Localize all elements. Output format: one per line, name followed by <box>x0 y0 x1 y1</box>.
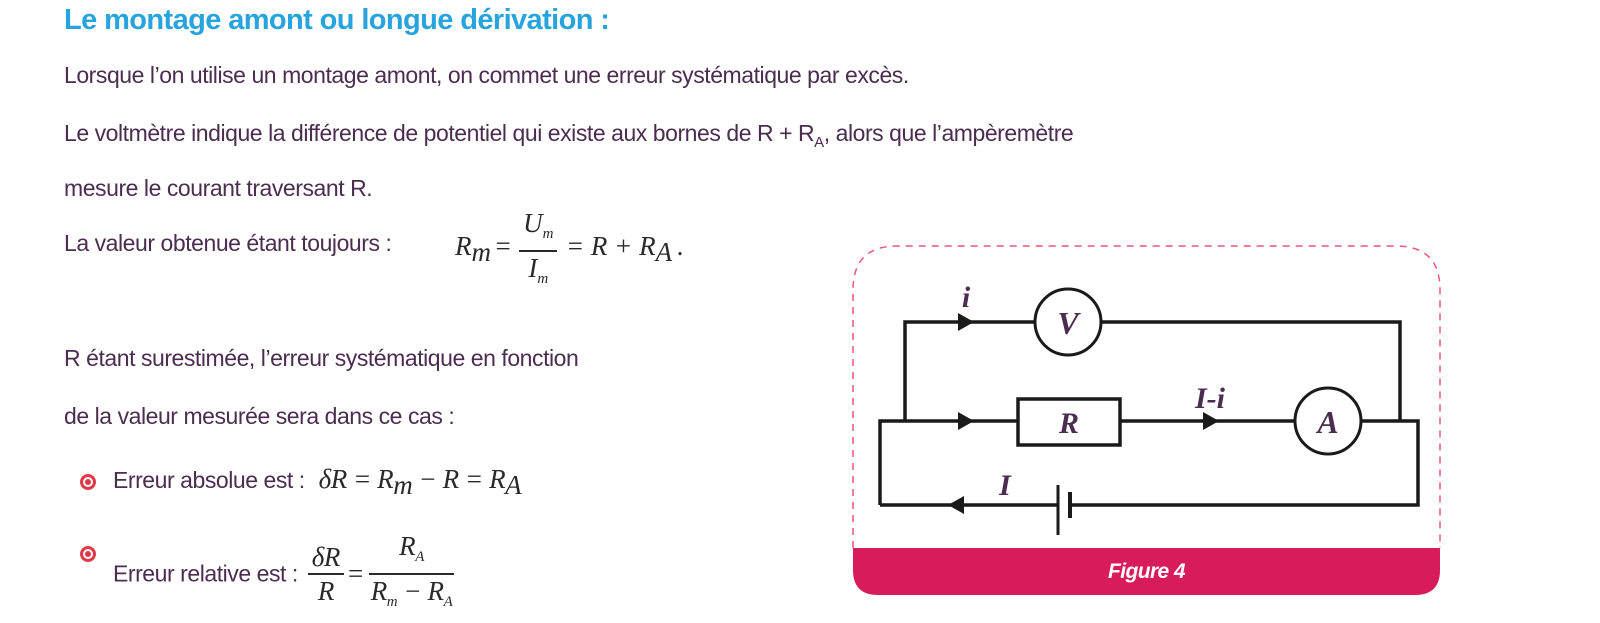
figure-frame <box>852 245 1441 548</box>
arrow-right-icon <box>1203 412 1219 430</box>
math: R <box>455 231 472 262</box>
math: = <box>347 558 363 589</box>
current-i-label: i <box>962 281 971 314</box>
caption-band <box>853 548 1440 595</box>
bullet-label: Erreur relative est : <box>113 560 298 587</box>
math: R <box>317 576 334 606</box>
math: δR <box>307 541 344 575</box>
arrow-right-icon <box>958 412 974 430</box>
math: A <box>655 237 673 268</box>
math: A <box>415 549 424 565</box>
math: I <box>528 253 538 283</box>
paragraph-3: mesure le courant traversant R. <box>64 175 373 201</box>
text: Le voltmètre indique la différence de po… <box>64 120 815 146</box>
text: , alors que l’ampèremètre <box>823 120 1074 146</box>
math: m <box>386 594 398 610</box>
fraction: RA Rm − RA <box>367 530 457 618</box>
figure-caption: Figure 4 <box>1108 560 1185 583</box>
wire-voltmeter-branch <box>903 320 1402 421</box>
text-sub: A <box>814 134 824 151</box>
math: − R <box>397 576 444 606</box>
math: δR = R <box>318 464 394 494</box>
current-I-label: I <box>998 469 1012 502</box>
current-I-minus-i-label: I-i <box>1194 382 1226 415</box>
resistor-box <box>1016 397 1122 447</box>
bullet-icon <box>80 546 96 562</box>
math: R <box>370 576 387 606</box>
paragraph-6: de la valeur mesurée sera dans ce cas : <box>64 403 455 429</box>
math: U <box>523 208 543 238</box>
math: m <box>471 237 492 268</box>
text: La valeur obtenue étant toujours : <box>64 230 392 256</box>
resistor-label: R <box>1058 407 1079 440</box>
math: = R + R <box>565 231 656 262</box>
ammeter-label: A <box>1315 404 1338 440</box>
formula-measured-resistance: Rm = Um Im = R + RA . <box>455 207 683 295</box>
fraction: Um Im <box>519 207 558 295</box>
fraction: δR R <box>307 541 344 607</box>
ammeter-circle <box>1293 386 1363 456</box>
bullet-icon <box>80 474 96 490</box>
math: A <box>443 594 453 610</box>
paragraph-4: La valeur obtenue étant toujours : <box>64 230 392 257</box>
voltmeter-label: V <box>1057 305 1081 341</box>
math: = <box>495 231 511 262</box>
bullet-absolute-error: Erreur absolue est : δR = Rm − R = RA <box>113 464 522 501</box>
arrow-right-icon <box>958 313 974 331</box>
math: . <box>676 231 684 262</box>
paragraph-5: R étant surestimée, l’erreur systématiqu… <box>64 345 579 371</box>
section-title: Le montage amont ou longue dérivation : <box>64 4 610 36</box>
voltmeter-circle <box>1033 287 1103 357</box>
bullet-relative-error: Erreur relative est : δR R = RA Rm − RA <box>113 530 460 618</box>
math: m <box>537 271 549 287</box>
math: − R = R <box>412 464 506 494</box>
arrow-left-icon <box>948 496 964 514</box>
math: R <box>399 531 416 561</box>
paragraph-2: Le voltmètre indique la différence de po… <box>64 120 1074 151</box>
paragraph-1: Lorsque l’on utilise un montage amont, o… <box>64 62 909 88</box>
math: m <box>542 226 554 242</box>
math: A <box>505 470 522 500</box>
math: m <box>393 470 413 500</box>
bullet-label: Erreur absolue est : <box>113 467 305 493</box>
